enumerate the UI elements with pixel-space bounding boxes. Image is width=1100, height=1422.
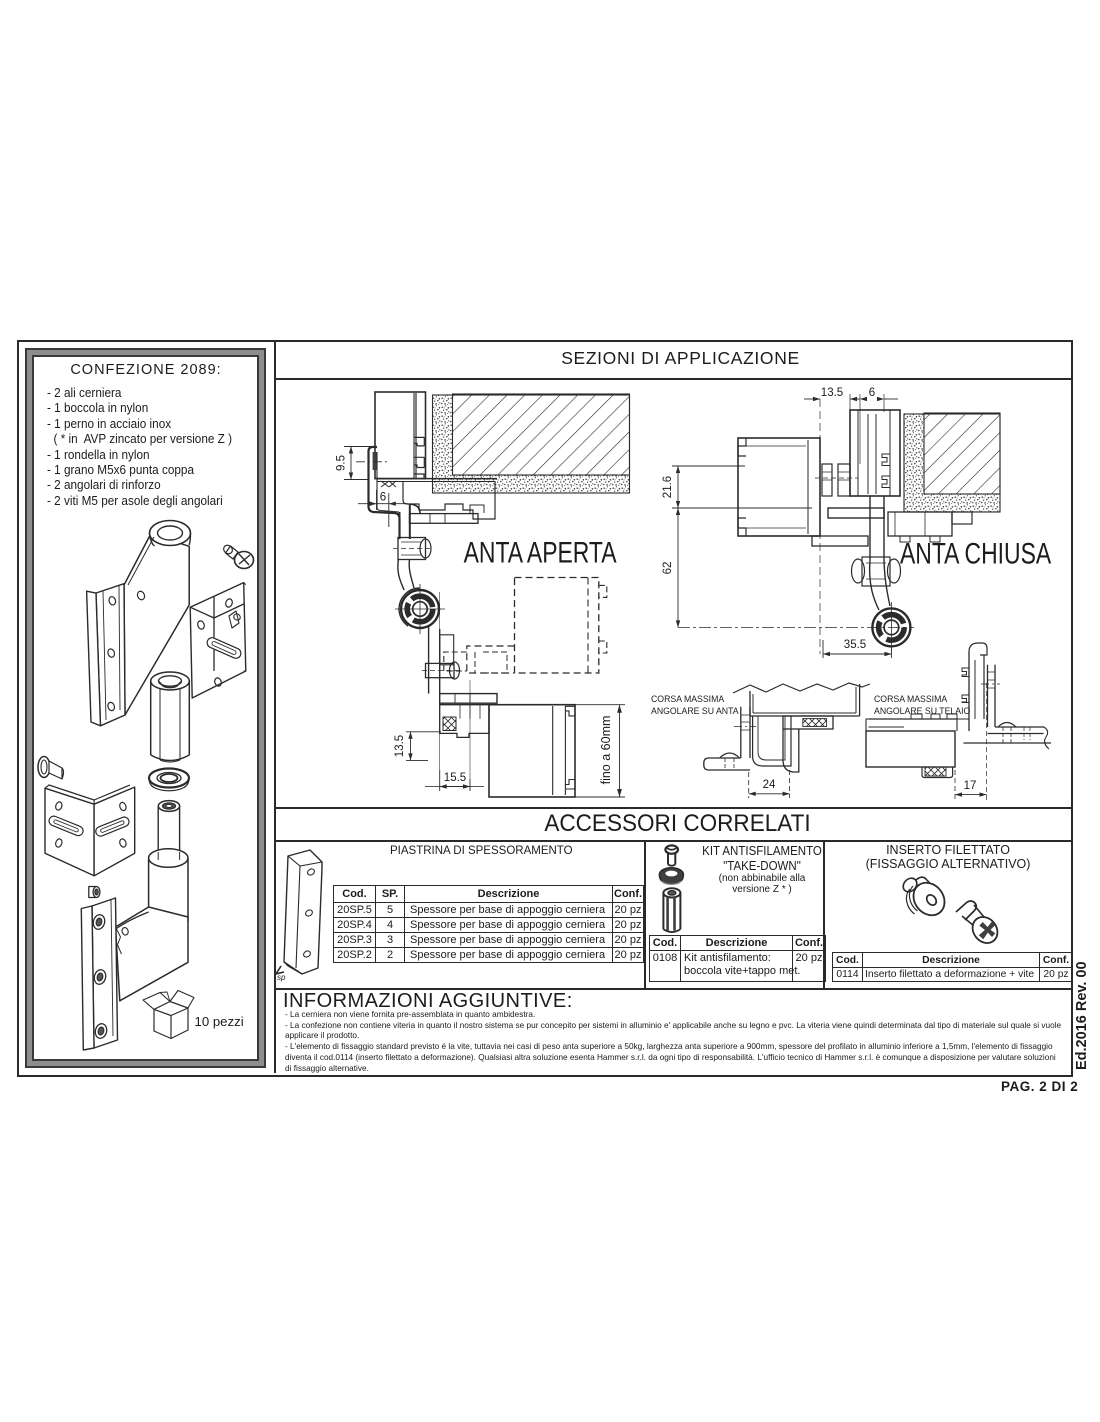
- svg-text:sp: sp: [277, 973, 286, 982]
- svg-text:15.5: 15.5: [444, 772, 466, 784]
- svg-text:CORSA MASSIMA: CORSA MASSIMA: [651, 694, 725, 704]
- svg-text:9.5: 9.5: [336, 455, 348, 471]
- svg-text:10 pezzi: 10 pezzi: [195, 1014, 244, 1029]
- svg-text:ANGOLARE SU TELAIO: ANGOLARE SU TELAIO: [874, 706, 970, 716]
- svg-text:ANTA APERTA: ANTA APERTA: [464, 536, 617, 570]
- svg-text:ANTA CHIUSA: ANTA CHIUSA: [900, 537, 1051, 571]
- svg-text:35.5: 35.5: [844, 639, 866, 651]
- svg-text:24: 24: [763, 779, 776, 791]
- svg-text:CORSA MASSIMA: CORSA MASSIMA: [874, 694, 948, 704]
- svg-text:21.6: 21.6: [662, 476, 674, 498]
- svg-text:6: 6: [380, 492, 386, 504]
- svg-text:17: 17: [964, 780, 977, 792]
- svg-text:13.5: 13.5: [394, 735, 406, 757]
- svg-text:ANGOLARE SU ANTA: ANGOLARE SU ANTA: [651, 706, 739, 716]
- svg-text:fino a 60mm: fino a 60mm: [599, 716, 613, 785]
- svg-text:6: 6: [869, 387, 875, 399]
- svg-text:62: 62: [662, 562, 674, 575]
- svg-text:13.5: 13.5: [821, 387, 843, 399]
